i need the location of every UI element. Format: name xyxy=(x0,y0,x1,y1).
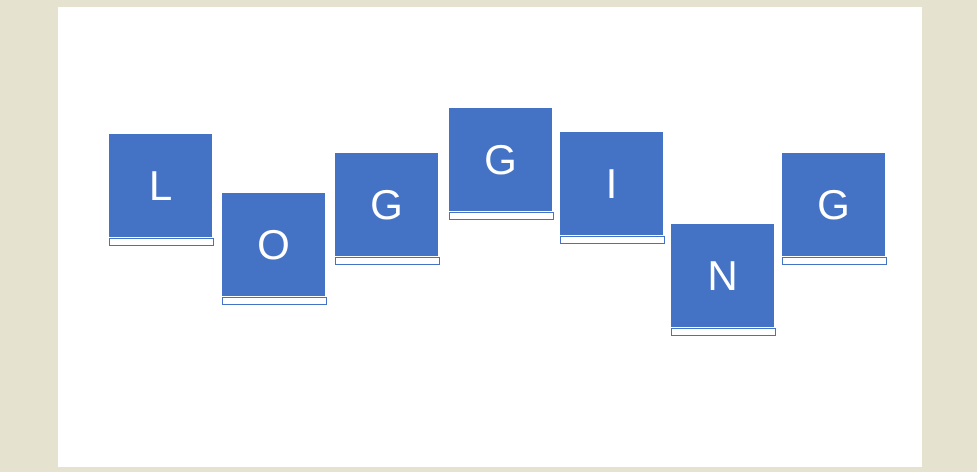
letter-tile-face: I xyxy=(560,132,663,235)
letter-tile-g: G xyxy=(782,153,887,265)
letter-tile-g: G xyxy=(449,108,554,220)
letter-tile-base xyxy=(222,297,327,305)
letter-tile-face: G xyxy=(782,153,885,256)
letter-tile-face: O xyxy=(222,193,325,296)
letter-tile-face: N xyxy=(671,224,774,327)
letter-tile-base xyxy=(449,212,554,220)
letter-tile-base xyxy=(335,257,440,265)
letter-tile-o: O xyxy=(222,193,327,305)
letter-tile-base xyxy=(109,238,214,246)
letter-tile-g: G xyxy=(335,153,440,265)
letter-tile-base xyxy=(560,236,665,244)
letter-tile-face: G xyxy=(335,153,438,256)
letter-tile-base xyxy=(671,328,776,336)
letter-tile-face: L xyxy=(109,134,212,237)
letter-tile-face: G xyxy=(449,108,552,211)
letter-tile-n: N xyxy=(671,224,776,336)
letter-tile-base xyxy=(782,257,887,265)
letter-tile-l: L xyxy=(109,134,214,246)
letter-tile-i: I xyxy=(560,132,665,244)
slide-canvas: L O G G I N G xyxy=(58,7,922,467)
